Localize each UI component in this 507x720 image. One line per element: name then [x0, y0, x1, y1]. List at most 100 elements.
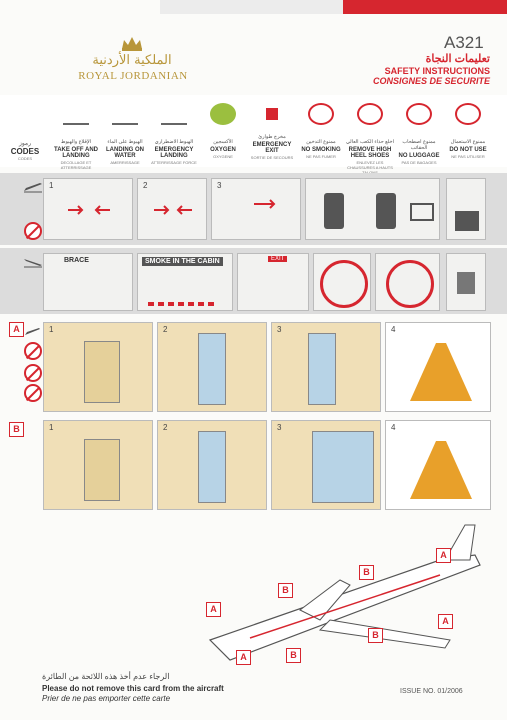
footer-arabic: الرجاء عدم أخذ هذه اللائحة من الطائرة	[42, 672, 170, 681]
no-high-heels-icon	[357, 103, 383, 125]
code-french: AMERRISSAGE	[110, 160, 140, 165]
step-number: 3	[277, 325, 282, 334]
plane-takeoff-icon	[22, 180, 44, 193]
no-high-heels-icon	[386, 260, 434, 308]
code-french: OXYGENE	[213, 154, 233, 159]
do-not-use-icon	[455, 103, 481, 125]
step-number: 1	[49, 423, 54, 432]
step-number: 3	[217, 181, 222, 190]
slide-icon	[406, 343, 476, 403]
exit-sign: EXIT	[268, 256, 288, 262]
exit-b-marker: B	[286, 648, 301, 663]
code-french: ATTERRISSAGE FORCE	[151, 160, 197, 165]
code-french: NE PAS FUMER	[306, 154, 336, 159]
tighten-arrow-icon	[148, 203, 198, 217]
seat-upright-panel	[305, 178, 440, 240]
lavatory-panel	[446, 178, 486, 240]
code-arabic: الهبوط على الماء	[107, 139, 143, 145]
code-english: LANDING ON WATER	[106, 147, 144, 159]
aircraft-exit-diagram	[190, 520, 500, 690]
exit-b-marker: B	[368, 628, 383, 643]
code-french: ENLEVEZ LES CHAUSSURES A HAUTS TALONS	[347, 160, 393, 175]
code-english: REMOVE HIGH HEEL SHOES	[348, 147, 392, 159]
code-english: EMERGENCY LANDING	[154, 147, 194, 159]
exit-door-panel: EXIT	[237, 253, 309, 311]
code-english: EMERGENCY EXIT	[252, 142, 292, 154]
title-arabic: تعليمات النجاة	[425, 53, 490, 65]
codes-heading: رموز CODES CODES	[6, 140, 44, 161]
exit-b-marker: B	[278, 583, 293, 598]
door-b-step-2: 2	[157, 420, 267, 510]
code-english: DO NOT USE	[449, 147, 487, 153]
code-english: TAKE OFF AND LANDING	[54, 147, 98, 159]
door-open-icon	[308, 333, 336, 405]
no-luggage-icon	[320, 260, 368, 308]
lavatory-icon	[455, 211, 479, 231]
code-arabic: الهبوط الاضطراري	[154, 139, 194, 145]
slide-icon	[406, 441, 476, 501]
no-smoking-icon	[308, 103, 334, 125]
issue-number: ISSUE NO. 01/2006	[400, 688, 463, 695]
emergency-exit-icon	[266, 108, 278, 120]
brace-panel: BRACE	[43, 253, 133, 311]
step-number: 2	[163, 423, 168, 432]
release-arrow-icon	[252, 197, 282, 211]
smoke-label: SMOKE IN THE CABIN	[142, 257, 223, 266]
code-french: NE PAS UTILISER	[451, 154, 485, 159]
do-not-use-panel	[446, 253, 486, 311]
door-open-icon	[198, 431, 226, 503]
exit-a-marker: A	[438, 614, 453, 629]
footer-french: Prier de ne pas emporter cette carte	[42, 694, 171, 703]
buckle-arrow-icon	[64, 203, 114, 217]
door-icon	[84, 341, 120, 403]
door-open-icon	[198, 333, 226, 405]
door-b-step-4: 4	[385, 420, 491, 510]
seatbelt-step-2: 2	[137, 178, 207, 240]
no-luggage-panel	[313, 253, 371, 311]
logo-arabic: الملكية الأردنية	[92, 53, 172, 68]
no-smoking-icon	[24, 222, 42, 240]
seat-icon	[324, 193, 344, 229]
door-b-step-1: 1	[43, 420, 153, 510]
smoke-panel: SMOKE IN THE CABIN	[137, 253, 233, 311]
door-a-step-2: 2	[157, 322, 267, 412]
no-high-heels-panel	[375, 253, 440, 311]
no-smoking-icon	[24, 384, 42, 402]
no-luggage-icon	[24, 364, 42, 382]
step-number: 4	[391, 423, 396, 432]
code-arabic: ممنوع التدخين	[306, 139, 336, 145]
aircraft-model: A321	[444, 33, 484, 52]
title-french: CONSIGNES DE SECURITE	[372, 76, 490, 86]
code-french: SORTIE DE SECOURS	[250, 155, 294, 160]
top-grey-bar	[160, 0, 343, 14]
exit-a-marker: A	[236, 650, 251, 665]
landing-icon	[24, 324, 42, 335]
codes-heading-french: CODES	[17, 156, 33, 161]
step-number: 4	[391, 325, 396, 334]
door-a-step-3: 3	[271, 322, 381, 412]
exit-a-marker: A	[436, 548, 451, 563]
door-icon	[84, 439, 120, 501]
laptop-icon	[410, 203, 434, 221]
door-icon	[457, 272, 475, 294]
code-arabic: مخرج طوارئ	[258, 134, 286, 140]
oxygen-mask-icon	[210, 103, 236, 125]
step-number: 2	[143, 181, 148, 190]
code-french: DECOLLAGE ET ATTERRISSAGE	[60, 160, 92, 170]
door-a-step-4: 4	[385, 322, 491, 412]
title-english: SAFETY INSTRUCTIONS	[384, 66, 490, 76]
code-english: NO SMOKING	[301, 147, 341, 153]
codes-heading-english: CODES	[10, 147, 40, 156]
step-number: 3	[277, 423, 282, 432]
seat-icon	[376, 193, 396, 229]
exit-a-marker: A	[206, 602, 221, 617]
code-arabic: الإقلاع والهبوط	[60, 139, 92, 145]
door-open-icon	[312, 431, 374, 503]
